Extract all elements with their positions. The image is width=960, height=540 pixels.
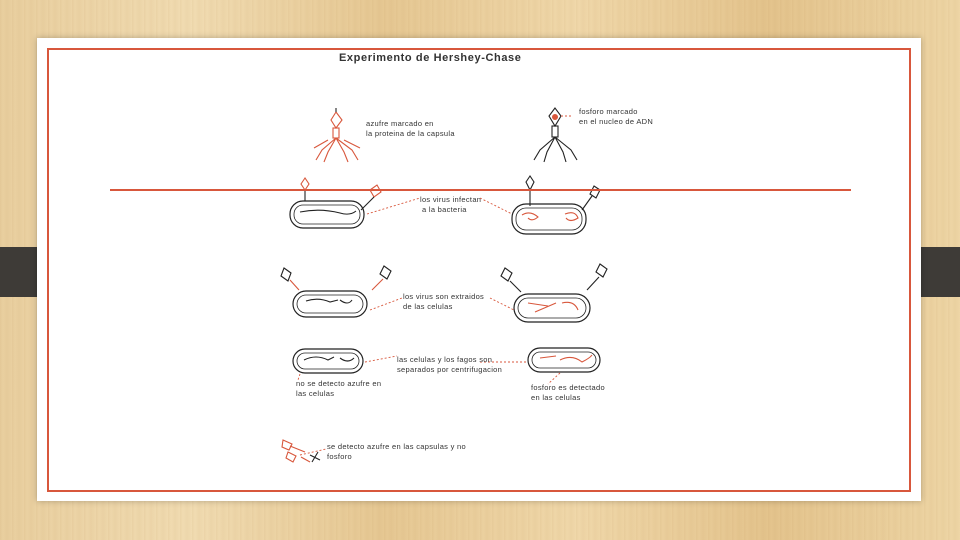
empty-capsules-icon: [282, 440, 320, 462]
connector-infect: [367, 198, 420, 214]
phage-sulfur-icon: [314, 108, 360, 162]
bacteria-extraction-phosphorus: [501, 264, 607, 322]
bacteria-infection-sulfur: [290, 178, 381, 228]
bacteria-extraction-sulfur: [281, 266, 391, 317]
connector-separate: [365, 356, 397, 362]
phage-phosphorus-icon: [534, 108, 577, 162]
bacteria-infection-phosphorus: [512, 176, 600, 234]
connector-infect-right: [480, 198, 512, 214]
connector-extract-right: [490, 298, 514, 310]
bacteria-centrifuged-sulfur: [293, 349, 363, 373]
diagram-title: Experimento de Hershey-Chase: [339, 52, 521, 64]
connector-extract: [370, 298, 402, 310]
bacteria-centrifuged-phosphorus: [528, 348, 600, 372]
